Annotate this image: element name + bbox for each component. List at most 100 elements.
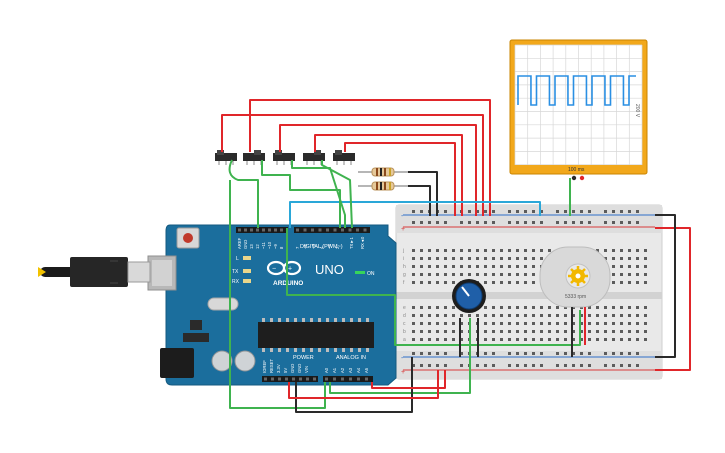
- breadboard-hole[interactable]: [452, 314, 455, 317]
- breadboard-hole[interactable]: [468, 265, 471, 268]
- breadboard-hole[interactable]: [428, 364, 431, 367]
- breadboard-hole[interactable]: [412, 281, 415, 284]
- breadboard-hole[interactable]: [428, 265, 431, 268]
- breadboard-hole[interactable]: [492, 210, 495, 213]
- breadboard-hole[interactable]: [540, 314, 543, 317]
- breadboard-hole[interactable]: [436, 352, 439, 355]
- breadboard-hole[interactable]: [508, 338, 511, 341]
- breadboard-hole[interactable]: [412, 210, 415, 213]
- breadboard-hole[interactable]: [436, 265, 439, 268]
- breadboard-hole[interactable]: [620, 249, 623, 252]
- breadboard-hole[interactable]: [612, 257, 615, 260]
- breadboard-hole[interactable]: [420, 265, 423, 268]
- breadboard-hole[interactable]: [644, 330, 647, 333]
- breadboard-hole[interactable]: [636, 257, 639, 260]
- breadboard-hole[interactable]: [524, 364, 527, 367]
- breadboard-hole[interactable]: [628, 338, 631, 341]
- breadboard-hole[interactable]: [524, 322, 527, 325]
- breadboard-hole[interactable]: [436, 322, 439, 325]
- breadboard-hole[interactable]: [444, 281, 447, 284]
- breadboard-hole[interactable]: [564, 364, 567, 367]
- breadboard-hole[interactable]: [468, 210, 471, 213]
- breadboard-hole[interactable]: [484, 273, 487, 276]
- breadboard-hole[interactable]: [492, 352, 495, 355]
- breadboard-hole[interactable]: [524, 352, 527, 355]
- breadboard-hole[interactable]: [436, 257, 439, 260]
- breadboard-hole[interactable]: [484, 249, 487, 252]
- breadboard-hole[interactable]: [620, 330, 623, 333]
- breadboard-hole[interactable]: [564, 322, 567, 325]
- breadboard-hole[interactable]: [524, 281, 527, 284]
- breadboard-hole[interactable]: [476, 249, 479, 252]
- breadboard-hole[interactable]: [620, 221, 623, 224]
- breadboard-hole[interactable]: [604, 314, 607, 317]
- breadboard-hole[interactable]: [508, 352, 511, 355]
- breadboard-hole[interactable]: [476, 221, 479, 224]
- breadboard-hole[interactable]: [572, 314, 575, 317]
- breadboard-hole[interactable]: [492, 338, 495, 341]
- breadboard-hole[interactable]: [532, 322, 535, 325]
- breadboard-hole[interactable]: [476, 364, 479, 367]
- breadboard-hole[interactable]: [508, 221, 511, 224]
- breadboard-hole[interactable]: [612, 210, 615, 213]
- breadboard-hole[interactable]: [492, 330, 495, 333]
- breadboard-hole[interactable]: [412, 314, 415, 317]
- breadboard-hole[interactable]: [516, 314, 519, 317]
- breadboard-hole[interactable]: [572, 338, 575, 341]
- breadboard-hole[interactable]: [620, 314, 623, 317]
- breadboard-hole[interactable]: [540, 249, 543, 252]
- breadboard-hole[interactable]: [508, 314, 511, 317]
- breadboard-hole[interactable]: [516, 322, 519, 325]
- slide-switch[interactable]: [215, 150, 237, 165]
- breadboard-hole[interactable]: [620, 352, 623, 355]
- header-power[interactable]: [262, 376, 318, 382]
- breadboard-hole[interactable]: [476, 257, 479, 260]
- breadboard-hole[interactable]: [460, 273, 463, 276]
- breadboard-hole[interactable]: [444, 330, 447, 333]
- breadboard-hole[interactable]: [420, 306, 423, 309]
- breadboard-hole[interactable]: [628, 352, 631, 355]
- breadboard-hole[interactable]: [420, 314, 423, 317]
- breadboard-hole[interactable]: [508, 306, 511, 309]
- breadboard-hole[interactable]: [604, 322, 607, 325]
- breadboard-hole[interactable]: [412, 338, 415, 341]
- breadboard-hole[interactable]: [436, 364, 439, 367]
- breadboard-hole[interactable]: [484, 257, 487, 260]
- breadboard-hole[interactable]: [420, 330, 423, 333]
- breadboard-hole[interactable]: [508, 281, 511, 284]
- breadboard-hole[interactable]: [636, 249, 639, 252]
- breadboard-hole[interactable]: [428, 249, 431, 252]
- breadboard-hole[interactable]: [444, 352, 447, 355]
- breadboard-hole[interactable]: [620, 364, 623, 367]
- breadboard-hole[interactable]: [412, 352, 415, 355]
- header-analog[interactable]: [323, 376, 373, 382]
- breadboard-hole[interactable]: [436, 314, 439, 317]
- breadboard-hole[interactable]: [588, 364, 591, 367]
- breadboard-hole[interactable]: [492, 322, 495, 325]
- breadboard-hole[interactable]: [452, 338, 455, 341]
- breadboard-hole[interactable]: [604, 364, 607, 367]
- breadboard-hole[interactable]: [620, 306, 623, 309]
- breadboard-hole[interactable]: [564, 221, 567, 224]
- breadboard-hole[interactable]: [428, 257, 431, 260]
- breadboard-hole[interactable]: [636, 338, 639, 341]
- breadboard-hole[interactable]: [500, 314, 503, 317]
- breadboard-hole[interactable]: [436, 281, 439, 284]
- breadboard-hole[interactable]: [588, 352, 591, 355]
- breadboard-hole[interactable]: [412, 265, 415, 268]
- breadboard-hole[interactable]: [452, 281, 455, 284]
- breadboard-hole[interactable]: [412, 257, 415, 260]
- breadboard-hole[interactable]: [612, 265, 615, 268]
- breadboard-hole[interactable]: [460, 352, 463, 355]
- breadboard-hole[interactable]: [492, 364, 495, 367]
- breadboard-hole[interactable]: [516, 364, 519, 367]
- breadboard-hole[interactable]: [604, 257, 607, 260]
- potentiometer[interactable]: [452, 279, 486, 313]
- breadboard-hole[interactable]: [444, 210, 447, 213]
- breadboard-hole[interactable]: [444, 249, 447, 252]
- breadboard-hole[interactable]: [508, 273, 511, 276]
- breadboard-hole[interactable]: [420, 210, 423, 213]
- breadboard-hole[interactable]: [484, 265, 487, 268]
- breadboard-hole[interactable]: [436, 273, 439, 276]
- breadboard-hole[interactable]: [532, 210, 535, 213]
